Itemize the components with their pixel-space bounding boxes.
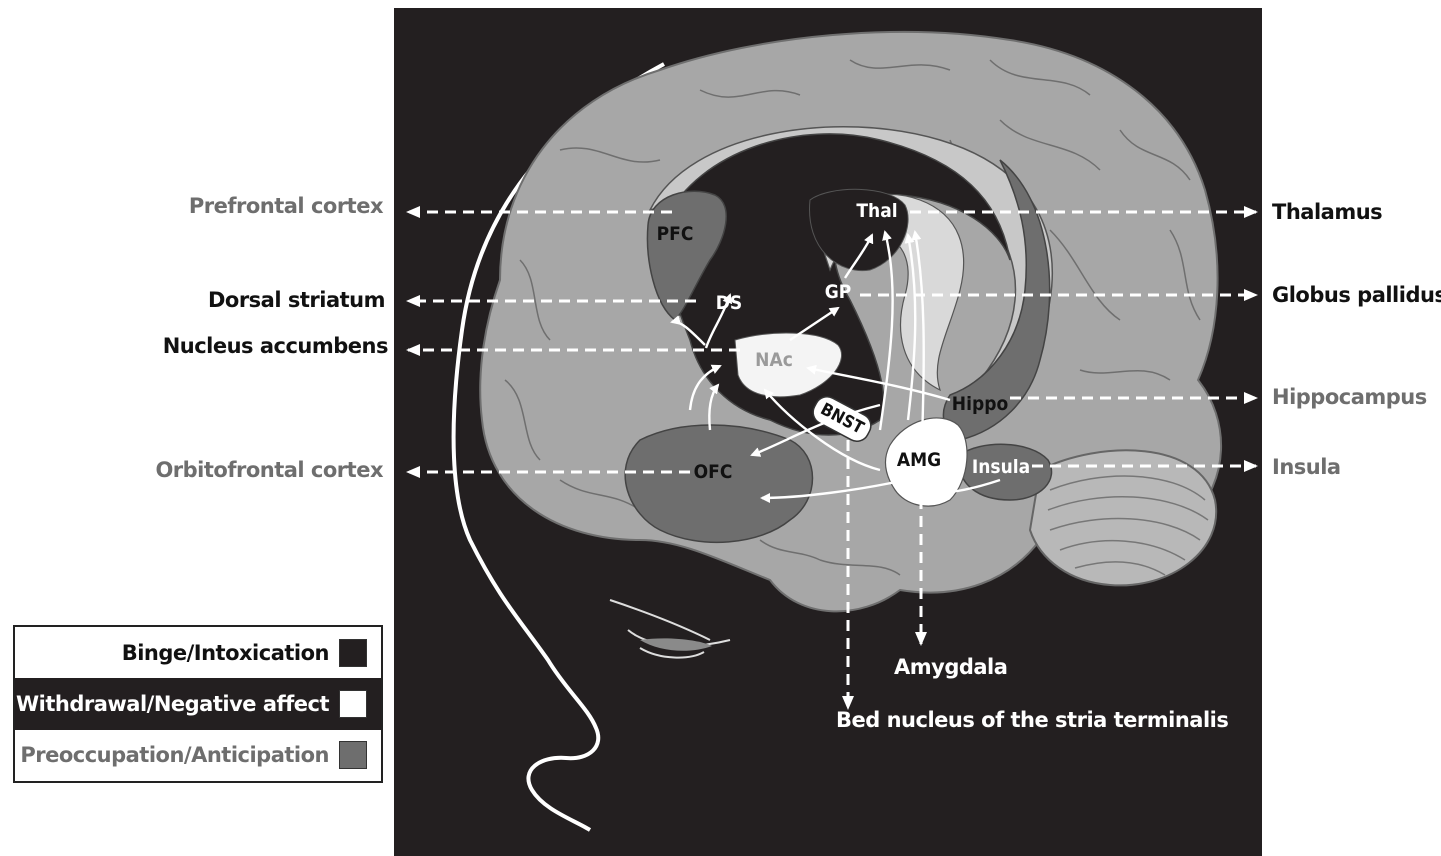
gp-label: GP	[825, 281, 852, 303]
legend-swatch-withdrawal	[339, 690, 367, 718]
insula-abbr-label: Insula	[972, 456, 1030, 478]
bnst-label: Bed nucleus of the stria terminalis	[836, 708, 1228, 732]
legend-label-withdrawal: Withdrawal/Negative affect	[16, 692, 329, 716]
ofc-label: OFC	[694, 461, 733, 483]
legend: Binge/Intoxication Withdrawal/Negative a…	[13, 625, 383, 783]
orbitofrontal-cortex-label: Orbitofrontal cortex	[155, 458, 383, 482]
pfc-label: PFC	[657, 223, 694, 245]
eye-shading	[640, 638, 712, 650]
legend-label-preoccupation: Preoccupation/Anticipation	[20, 743, 329, 767]
nucleus-accumbens-label: Nucleus accumbens	[163, 334, 388, 358]
prefrontal-cortex-label: Prefrontal cortex	[189, 194, 383, 218]
legend-swatch-binge	[339, 639, 367, 667]
amygdala-label: Amygdala	[894, 655, 1007, 679]
hippo-label: Hippo	[952, 393, 1008, 415]
legend-swatch-preoccupation	[339, 741, 367, 769]
ds-label: DS	[716, 292, 743, 314]
legend-label-binge: Binge/Intoxication	[122, 641, 329, 665]
nac-label: NAc	[755, 349, 793, 371]
hippocampus-label: Hippocampus	[1272, 385, 1427, 409]
globus-pallidus-label: Globus pallidus	[1272, 283, 1441, 307]
legend-item-binge: Binge/Intoxication	[15, 627, 381, 678]
thal-label: Thal	[856, 200, 897, 222]
legend-item-withdrawal: Withdrawal/Negative affect	[15, 678, 381, 729]
amg-label: AMG	[897, 449, 941, 471]
thalamus-label: Thalamus	[1272, 200, 1382, 224]
ofc-region	[625, 425, 812, 542]
insula-label: Insula	[1272, 455, 1341, 479]
dorsal-striatum-label: Dorsal striatum	[208, 288, 385, 312]
legend-item-preoccupation: Preoccupation/Anticipation	[15, 730, 381, 781]
